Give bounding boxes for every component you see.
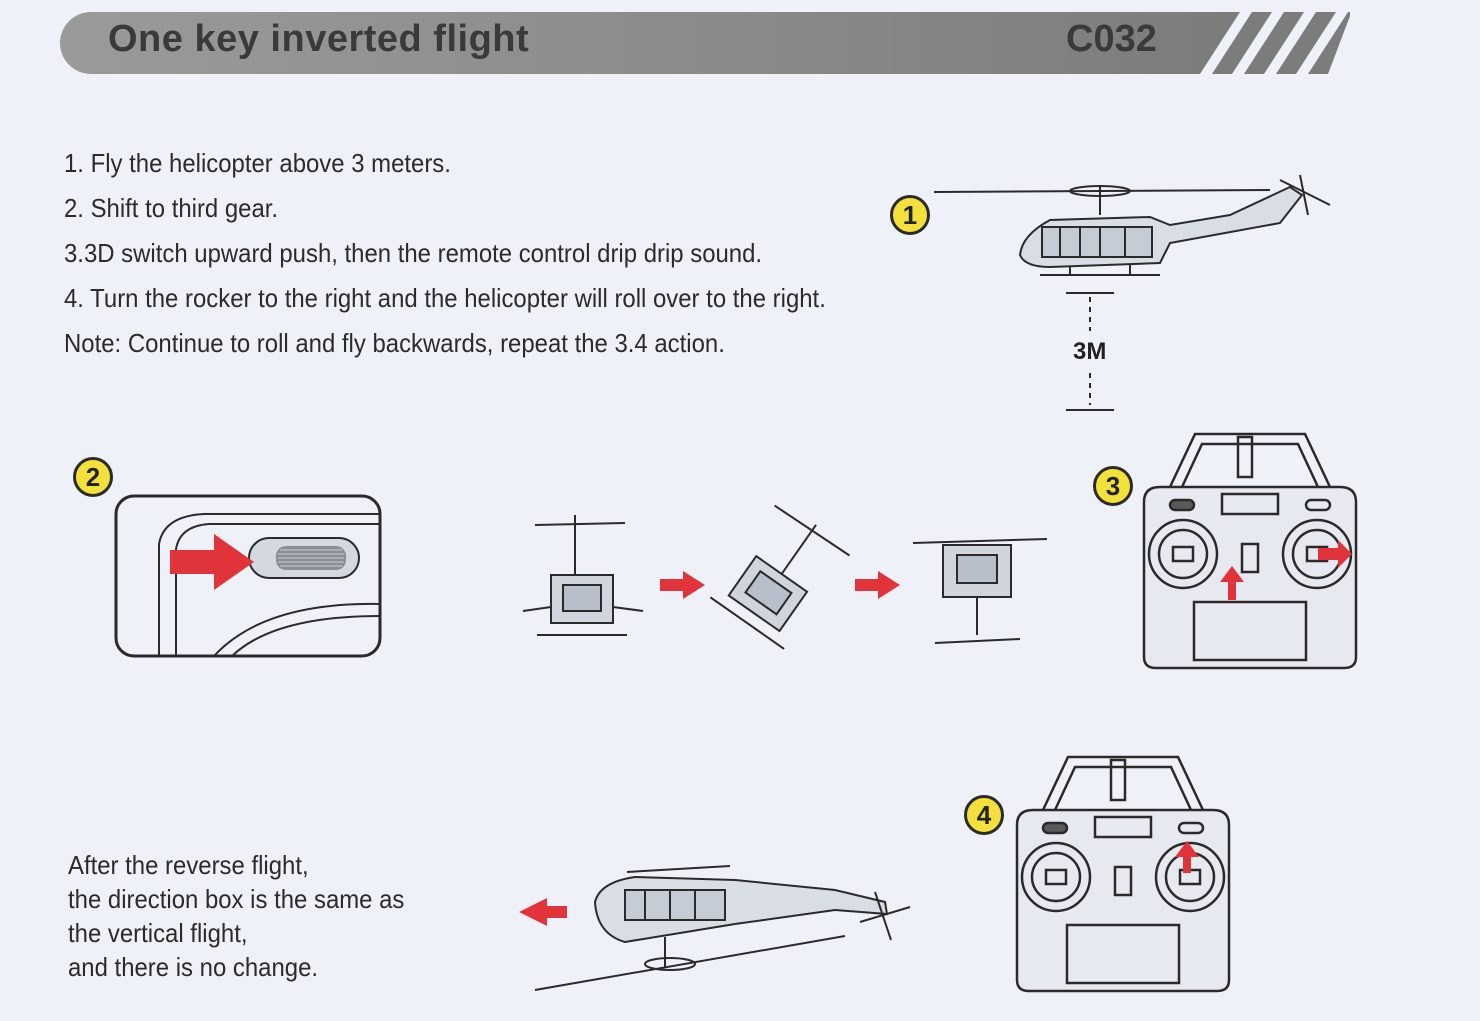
page-title: One key inverted flight xyxy=(108,18,530,60)
remote-controller-icon xyxy=(1015,755,1231,993)
step-badge-2: 2 xyxy=(73,457,113,497)
gear-switch-icon xyxy=(114,494,382,658)
after-note-line-2: the direction box is the same as xyxy=(68,884,405,914)
instruction-step-1: 1. Fly the helicopter above 3 meters. xyxy=(64,148,451,178)
after-note-line-1: After the reverse flight, xyxy=(68,850,309,880)
instruction-step-2: 2. Shift to third gear. xyxy=(64,193,279,223)
height-label: 3M xyxy=(1073,338,1107,365)
header-band xyxy=(60,12,1350,74)
helicopter-side-icon xyxy=(519,865,911,991)
after-note-line-4: and there is no change. xyxy=(68,952,319,982)
after-note-line-3: the vertical flight, xyxy=(68,918,248,948)
model-code: C032 xyxy=(1066,18,1157,60)
instruction-note: Note: Continue to roll and fly backwards… xyxy=(64,328,725,358)
helicopter-roll-sequence-icon xyxy=(522,504,1048,650)
step-badge-4: 4 xyxy=(964,795,1004,835)
remote-controller-icon xyxy=(1142,432,1358,670)
step-badge-1: 1 xyxy=(890,195,930,235)
step-badge-3: 3 xyxy=(1093,466,1133,506)
instruction-step-3: 3.3D switch upward push, then the remote… xyxy=(64,238,763,268)
after-flight-note: After the reverse flight, the direction … xyxy=(68,848,404,984)
helicopter-side-icon xyxy=(933,174,1331,411)
instruction-step-4: 4. Turn the rocker to the right and the … xyxy=(64,283,826,313)
